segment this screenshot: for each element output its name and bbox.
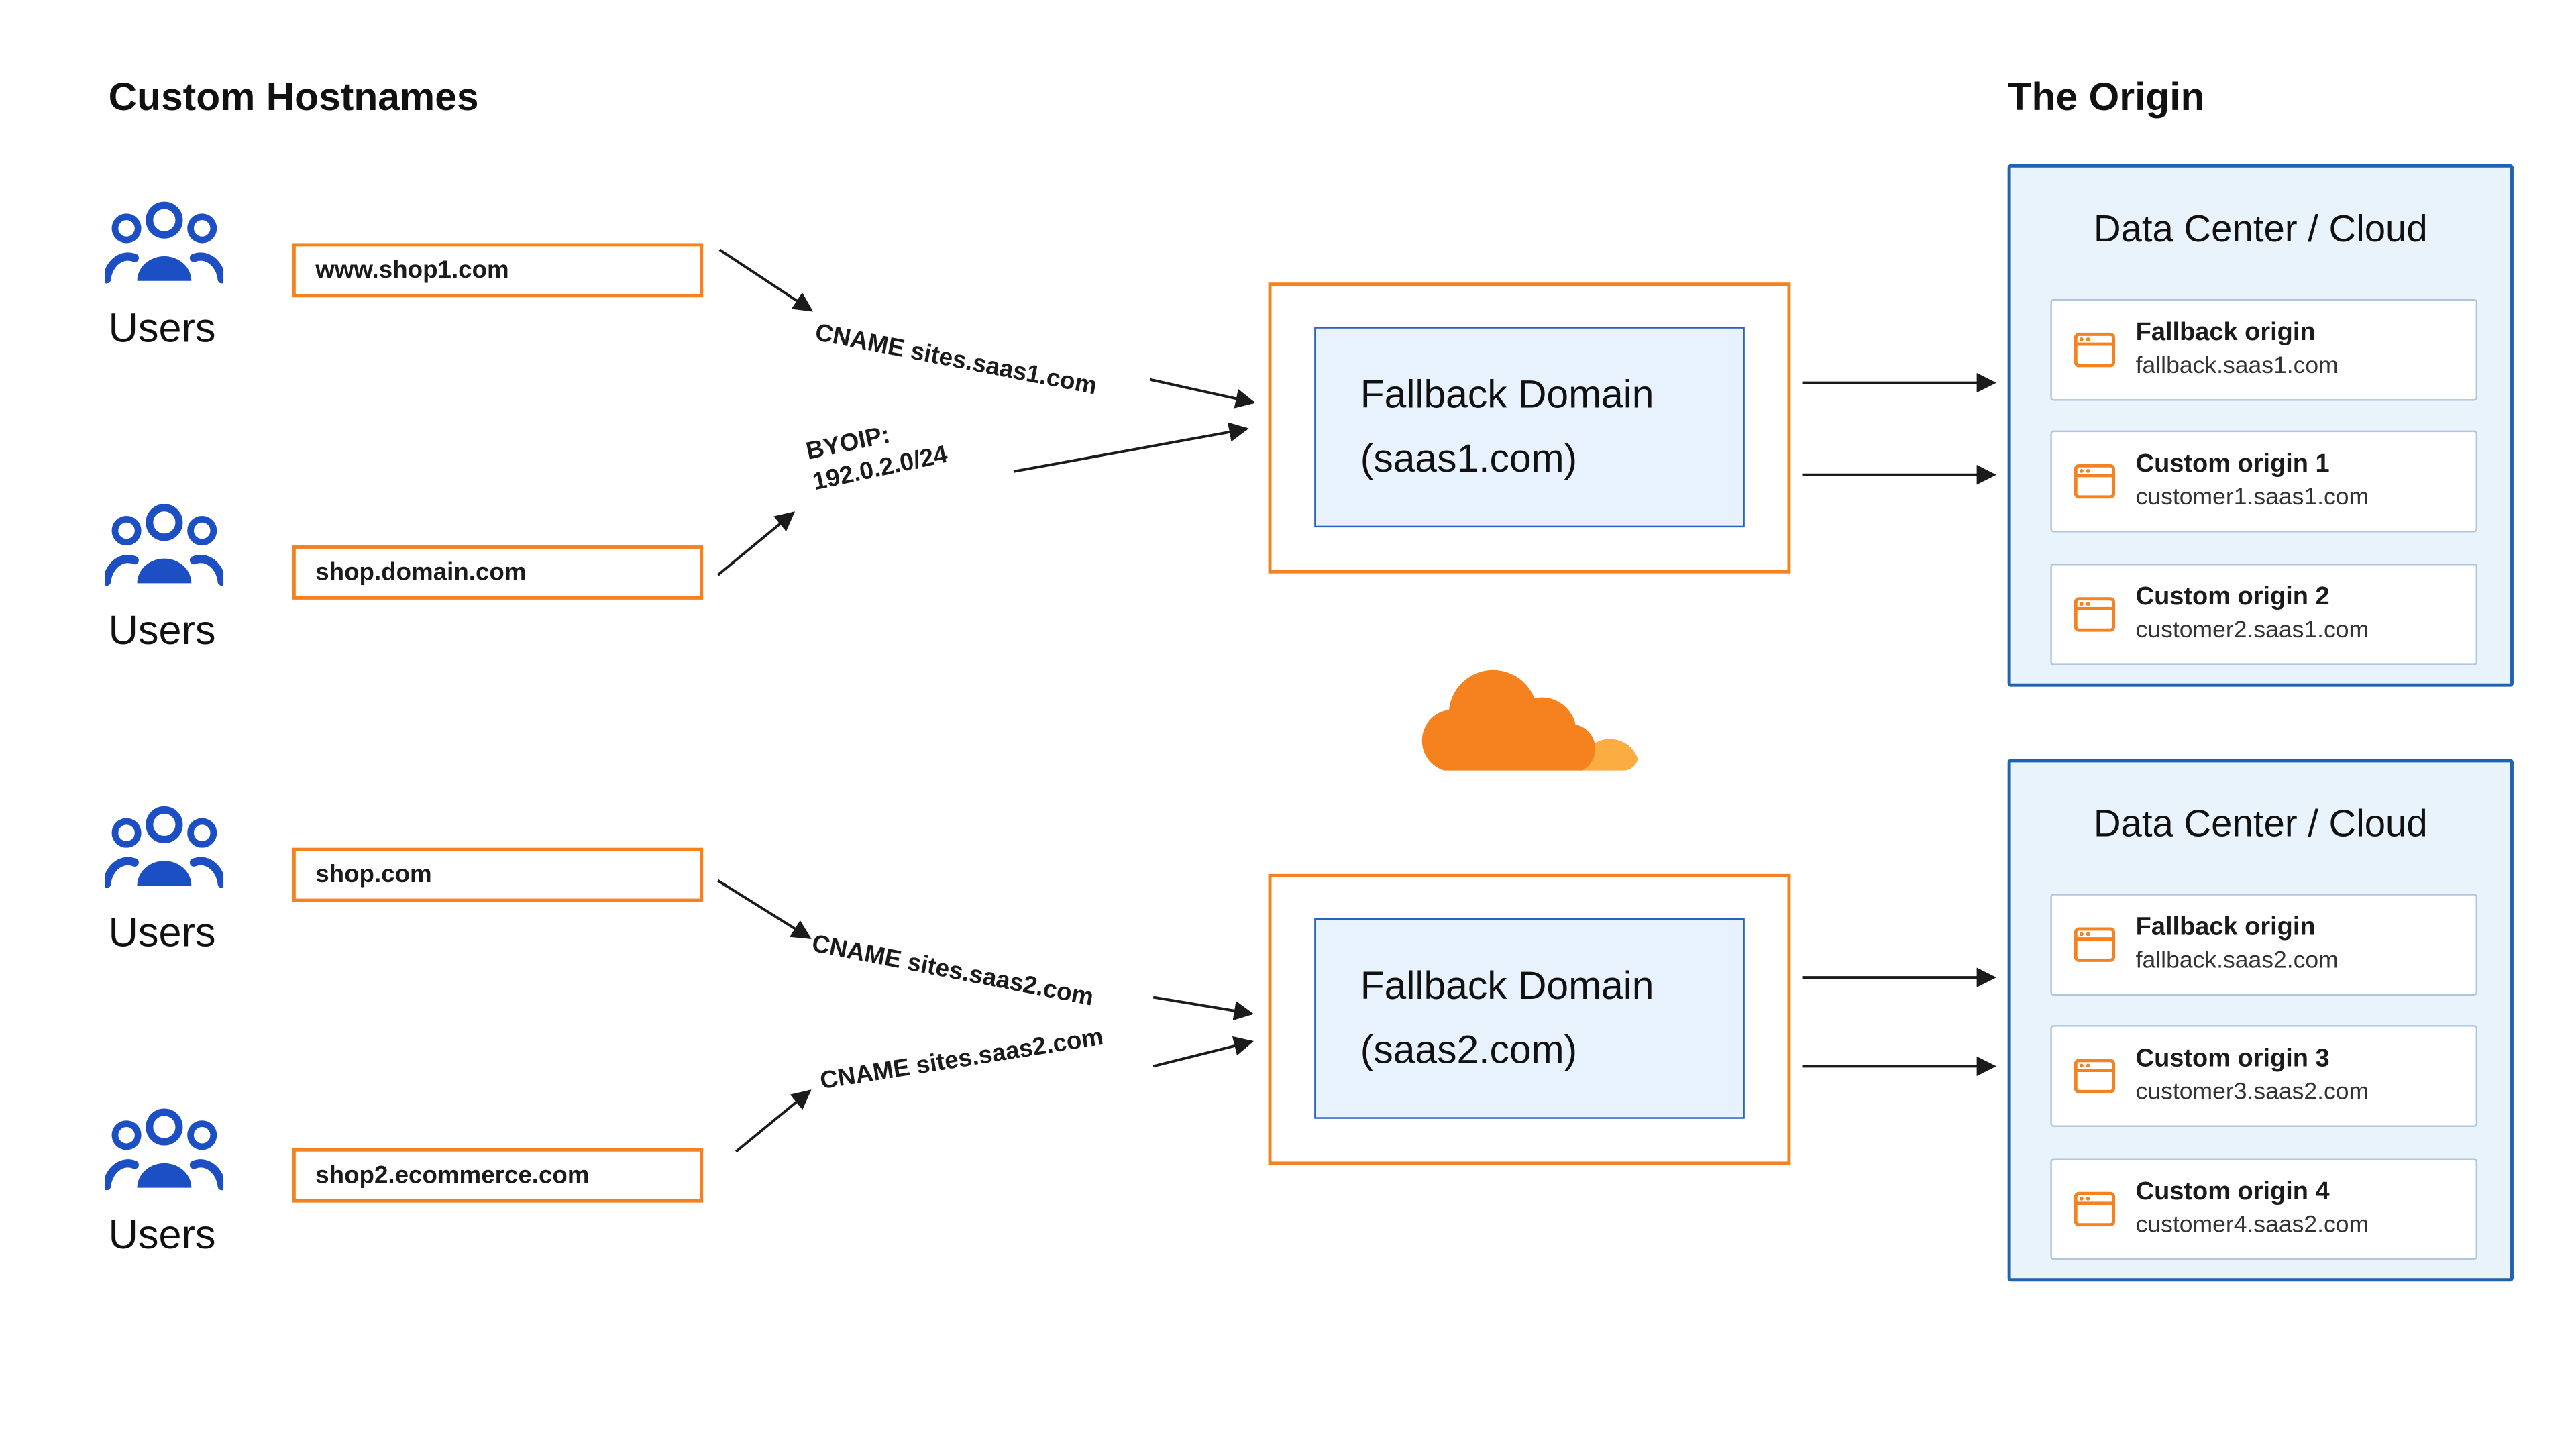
origin-name: Custom origin 2 (2135, 583, 2330, 612)
fallback-domain-box-saas1: Fallback Domain (saas1.com) (1268, 282, 1791, 574)
data-center-panel-saas2: Data Center / Cloud Fallback origin fall… (2007, 759, 2514, 1282)
browser-window-icon (2074, 1191, 2116, 1228)
arrow-cname-to-fallback1 (1149, 378, 1256, 409)
data-center-title: Data Center / Cloud (2093, 802, 2428, 845)
origin-host: fallback.saas2.com (2135, 948, 2339, 975)
users-label: Users (108, 910, 216, 957)
cloudflare-logo-icon (1408, 667, 1654, 775)
fallback-domain-inner-saas1: Fallback Domain (saas1.com) (1314, 327, 1745, 528)
origin-name: Custom origin 4 (2135, 1177, 2330, 1206)
cname-saas2-top-label: CNAME sites.saas2.com (809, 930, 1096, 1012)
users-group-icon (105, 805, 224, 890)
users-label: Users (108, 608, 216, 654)
origin-name: Custom origin 3 (2135, 1044, 2330, 1073)
data-center-panel-saas1: Data Center / Cloud Fallback origin fall… (2007, 164, 2514, 687)
origin-card-fallback-saas1: Fallback origin fallback.saas1.com (2050, 299, 2478, 401)
fallback-domain-title: Fallback Domain (1360, 372, 1654, 418)
cname-saas2-bottom-label: CNAME sites.saas2.com (818, 1023, 1106, 1095)
hostname-box-shop-domain: shop.domain.com (292, 545, 704, 600)
browser-window-icon (2074, 596, 2116, 633)
the-origin-title: The Origin (2007, 75, 2205, 120)
origin-card-fallback-saas2: Fallback origin fallback.saas2.com (2050, 894, 2478, 996)
origin-host: customer4.saas2.com (2135, 1212, 2369, 1239)
browser-window-icon (2074, 332, 2116, 368)
browser-window-icon (2074, 1058, 2116, 1094)
fallback-domain-host: (saas1.com) (1360, 437, 1578, 482)
users-label: Users (108, 305, 216, 352)
origin-name: Fallback origin (2135, 319, 2316, 347)
origin-card-custom1: Custom origin 1 customer1.saas1.com (2050, 430, 2478, 533)
users-group-icon (105, 1108, 224, 1193)
arrow-shop-to-cname (717, 879, 812, 940)
byoip-label: BYOIP: 192.0.2.0/24 (804, 409, 951, 498)
hostname-box-shop2-ecommerce: shop2.ecommerce.com (292, 1148, 704, 1203)
arrow-shop2-to-cname (735, 1089, 812, 1153)
hostname-box-shop: shop.com (292, 847, 704, 902)
fallback-domain-host: (saas2.com) (1360, 1028, 1578, 1073)
browser-window-icon (2074, 464, 2116, 500)
origin-host: customer3.saas2.com (2135, 1079, 2369, 1106)
origin-name: Custom origin 1 (2135, 450, 2330, 478)
users-group-icon (105, 502, 224, 588)
cname-saas1-label: CNAME sites.saas1.com (812, 319, 1099, 401)
users-label: Users (108, 1212, 216, 1258)
users-group-icon (105, 201, 224, 286)
hostname-box-shop1: www.shop1.com (292, 243, 704, 298)
arrow-byoip-to-fallback1 (1013, 422, 1249, 473)
origin-host: customer1.saas1.com (2135, 484, 2369, 511)
origin-host: fallback.saas1.com (2135, 353, 2339, 380)
origin-card-custom3: Custom origin 3 customer3.saas2.com (2050, 1025, 2478, 1128)
origin-card-custom4: Custom origin 4 customer4.saas2.com (2050, 1158, 2478, 1260)
origin-name: Fallback origin (2135, 913, 2316, 942)
arrow-shopdomain-to-byoip (716, 511, 796, 576)
custom-hostnames-title: Custom Hostnames (108, 75, 479, 120)
fallback-domain-box-saas2: Fallback Domain (saas2.com) (1268, 873, 1791, 1165)
browser-window-icon (2074, 926, 2116, 963)
fallback-domain-inner-saas2: Fallback Domain (saas2.com) (1314, 918, 1745, 1119)
origin-card-custom2: Custom origin 2 customer2.saas1.com (2050, 564, 2478, 665)
fallback-domain-title: Fallback Domain (1360, 964, 1654, 1009)
arrow-cname-to-fallback2-a (1152, 996, 1254, 1021)
data-center-title: Data Center / Cloud (2093, 207, 2428, 250)
arrow-cname-to-fallback2-b (1152, 1036, 1254, 1068)
origin-host: customer2.saas1.com (2135, 617, 2369, 645)
arrow-shop1-to-cname (718, 248, 814, 312)
